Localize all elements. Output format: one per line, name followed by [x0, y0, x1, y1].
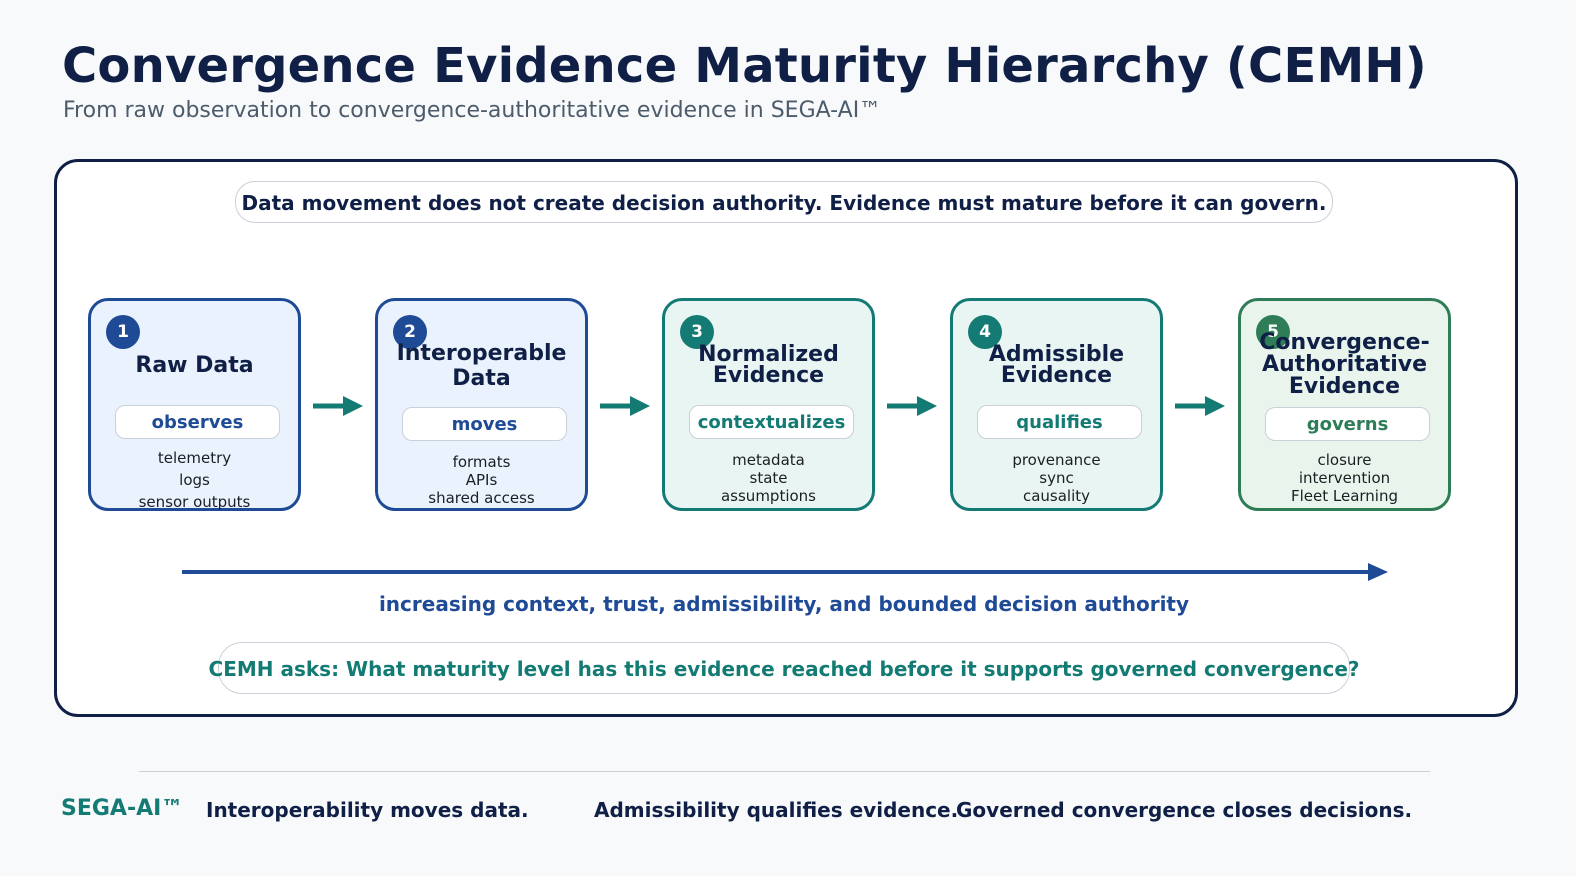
stage-card-convergence-authoritative-evidence: 5 Convergence- Authoritative Evidence go…: [1238, 298, 1451, 511]
arrow-right-icon: [600, 396, 650, 416]
page-title: Convergence Evidence Maturity Hierarchy …: [62, 38, 1427, 94]
footer-brand: SEGA-AI™: [61, 796, 184, 821]
stage-details: metadata state assumptions: [720, 451, 816, 505]
arrow-right-icon: [313, 396, 363, 416]
arrow-right-icon: [1175, 396, 1225, 416]
stage-number-badge: 5: [1256, 315, 1290, 349]
stage-details: telemetry logs sensor outputs: [138, 449, 251, 511]
stage-verb: contextualizes: [689, 405, 854, 439]
stage-title: Admissible Evidence: [988, 342, 1125, 388]
stage-details: provenance sync causality: [1012, 451, 1101, 505]
question-pill: [218, 642, 1350, 694]
footer-tagline: Governed convergence closes decisions.: [956, 798, 1413, 822]
stage-card-admissible-evidence: 4 Admissible Evidence qualifies provenan…: [950, 298, 1163, 511]
stage-number-badge: 3: [680, 315, 714, 349]
footer-tagline: Interoperability moves data.: [206, 798, 529, 822]
stage-number-badge: 4: [968, 315, 1002, 349]
principle-text: Data movement does not create decision a…: [241, 191, 1327, 215]
maturity-axis-arrow: [182, 563, 1388, 581]
maturity-axis-label: increasing context, trust, admissibility…: [378, 592, 1190, 616]
principle-pill: [235, 181, 1333, 223]
stage-details: formats APIs shared access: [428, 453, 535, 507]
page-subtitle: From raw observation to convergence-auth…: [63, 98, 882, 123]
footer-divider: [139, 771, 1430, 772]
question-text: CEMH asks: What maturity level has this …: [208, 657, 1360, 681]
footer-tagline: Admissibility qualifies evidence.: [594, 798, 959, 822]
stage-number-badge: 1: [106, 315, 140, 349]
stage-verb: governs: [1265, 407, 1430, 441]
stage-verb: moves: [402, 407, 567, 441]
stage-title: Raw Data: [135, 353, 254, 378]
stage-title: Convergence- Authoritative Evidence: [1259, 330, 1430, 399]
arrow-right-icon: [887, 396, 937, 416]
stage-card-normalized-evidence: 3 Normalized Evidence contextualizes met…: [662, 298, 875, 511]
stage-verb: qualifies: [977, 405, 1142, 439]
stage-card-interoperable-data: 2 Interoperable Data moves formats APIs …: [375, 298, 588, 511]
stage-details: closure intervention Fleet Learning: [1290, 451, 1399, 505]
stage-title: Interoperable Data: [396, 341, 567, 391]
stage-title: Normalized Evidence: [698, 342, 839, 388]
stage-card-raw-data: 1 Raw Data observes telemetry logs senso…: [88, 298, 301, 511]
stage-number-badge: 2: [393, 315, 427, 349]
stage-verb: observes: [115, 405, 280, 439]
